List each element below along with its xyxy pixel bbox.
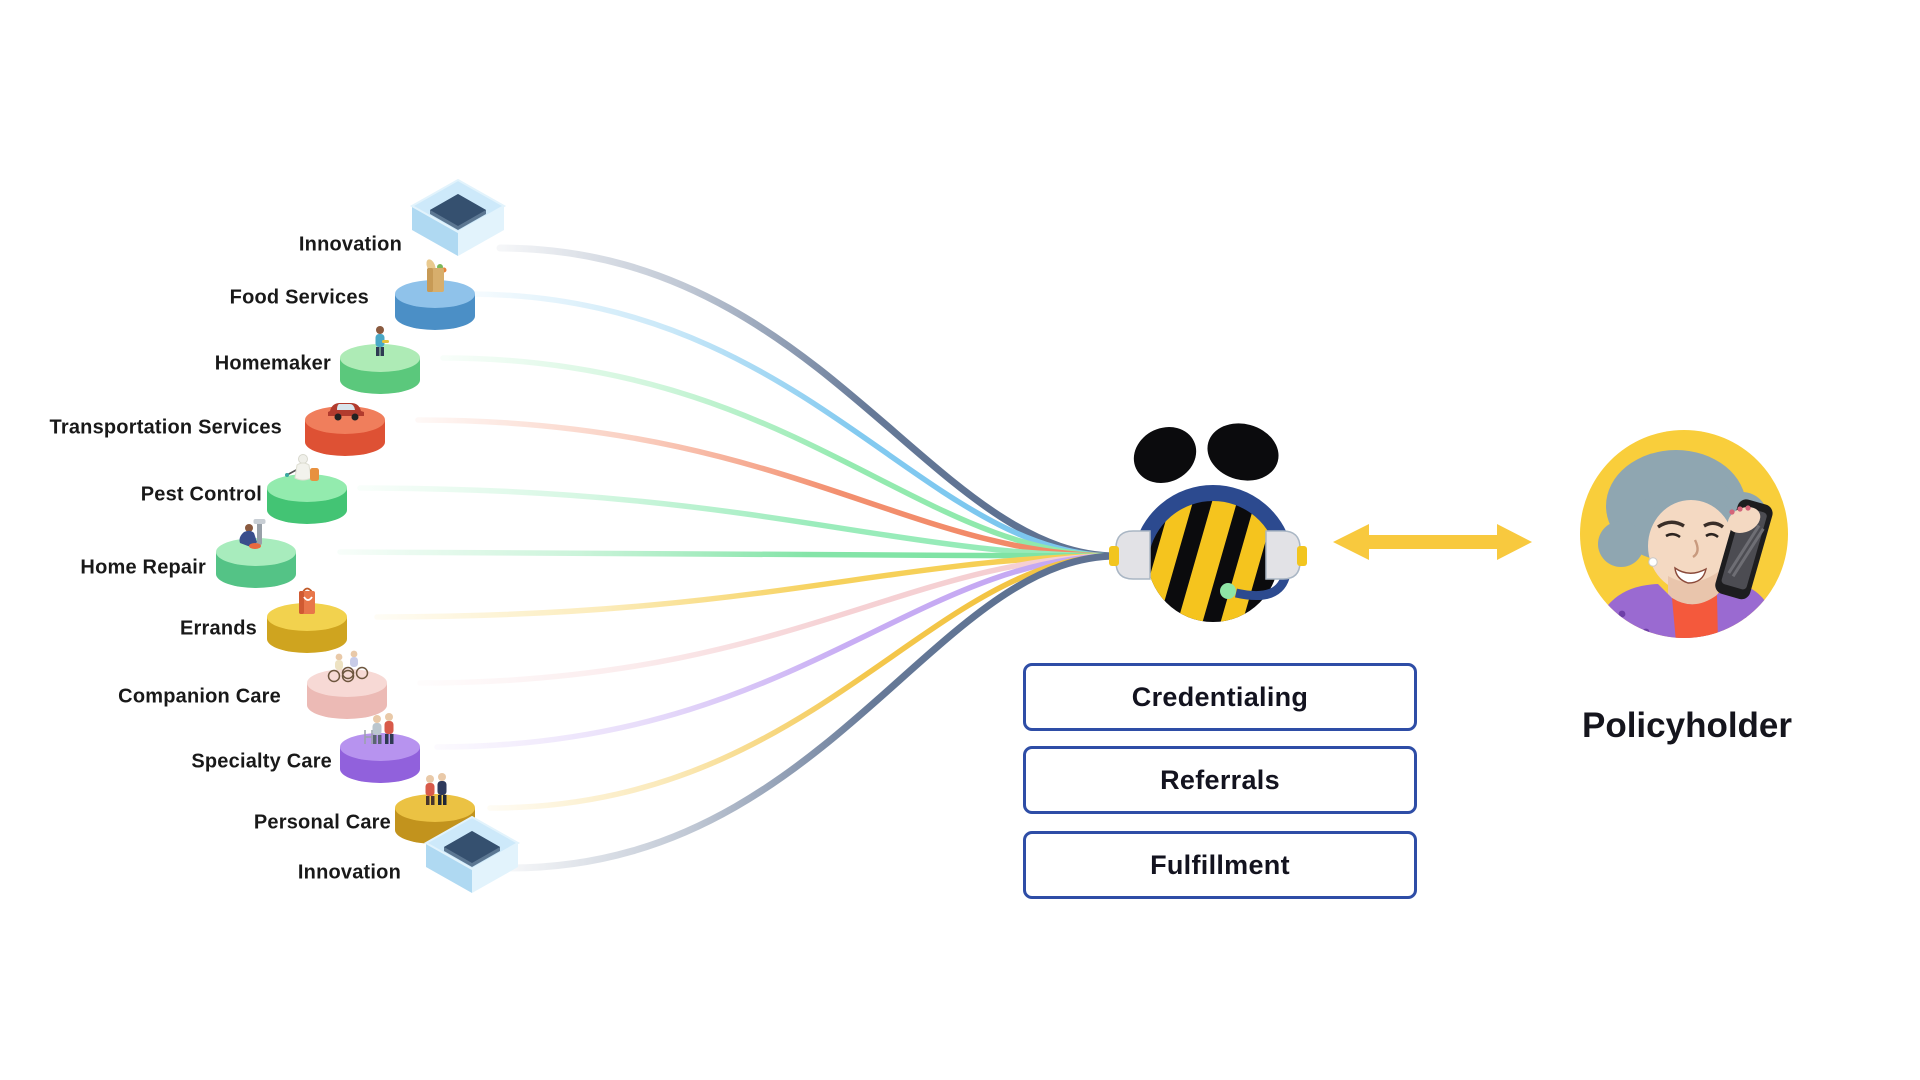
fulfillment-label: Fulfillment xyxy=(1150,849,1290,880)
service-label-pest-control: Pest Control xyxy=(140,483,262,506)
innovation-platform xyxy=(409,178,507,256)
fulfillment-box: Fulfillment xyxy=(1023,831,1417,899)
service-label-innovation: Innovation xyxy=(297,861,401,884)
connection-line-food-services xyxy=(465,291,1120,559)
elderly-care-platform xyxy=(340,713,420,783)
policyholder-earring xyxy=(1648,557,1658,567)
policyholder-right-brow xyxy=(1703,521,1725,529)
credentialing-box: Credentialing xyxy=(1023,663,1417,731)
connection-line-personal-care xyxy=(487,553,1120,811)
pest-control-worker-icon xyxy=(285,454,319,481)
bee-mic-tip xyxy=(1220,583,1236,599)
cyclists-icon xyxy=(327,650,369,683)
referrals-label: Referrals xyxy=(1160,764,1280,795)
cyclists-platform xyxy=(307,650,387,719)
bee-right-connector xyxy=(1297,546,1307,566)
connection-line-home-repair xyxy=(337,549,1120,559)
policyholder-right-eye xyxy=(1705,532,1719,539)
policyholder-neck xyxy=(1668,572,1718,611)
policyholder-hand xyxy=(1727,507,1761,533)
repair-worker-platform xyxy=(216,519,296,588)
pest-control-worker-platform xyxy=(267,454,347,524)
service-label-food-services: Food Services xyxy=(229,286,369,309)
couple-icon xyxy=(425,773,447,805)
bee-agent-hub xyxy=(1109,423,1307,622)
service-label-errands: Errands xyxy=(180,617,257,640)
connection-line-pest-control xyxy=(357,485,1120,559)
policyholder-left-brow xyxy=(1657,520,1685,529)
homemaker-person-platform xyxy=(340,326,420,394)
credentialing-label: Credentialing xyxy=(1131,681,1309,712)
policyholder-left-eye xyxy=(1665,532,1681,539)
shopping-bag-platform xyxy=(267,587,347,653)
car-icon xyxy=(328,403,364,421)
connection-line-transportation-services xyxy=(415,417,1120,559)
policyholder-top xyxy=(1672,595,1718,638)
service-label-companion-care: Companion Care xyxy=(118,685,281,708)
bee-left-earcup xyxy=(1115,530,1151,580)
service-label-transportation-services: Transportation Services xyxy=(49,416,282,439)
connection-line-companion-care xyxy=(417,553,1120,686)
bee-headband xyxy=(1133,485,1293,556)
connection-line-homemaker xyxy=(440,355,1120,559)
car-platform xyxy=(305,403,385,456)
innovation-platform xyxy=(423,815,521,893)
grocery-bag-platform xyxy=(395,259,475,330)
service-label-personal-care: Personal Care xyxy=(253,811,391,834)
connection-line-errands xyxy=(374,553,1120,620)
bee-left-wing xyxy=(1133,427,1197,483)
policyholder-phone xyxy=(1715,499,1773,600)
connection-line-innovation xyxy=(506,552,1121,872)
connection-line-innovation xyxy=(496,244,1121,560)
couple-platform xyxy=(395,773,475,844)
grocery-bag-icon xyxy=(426,259,447,292)
innovation-box-icon xyxy=(423,815,521,893)
referrals-box: Referrals xyxy=(1023,746,1417,814)
policyholder-caption: Policyholder xyxy=(1581,706,1793,745)
innovation-box-icon xyxy=(409,178,507,256)
service-label-specialty-care: Specialty Care xyxy=(191,750,332,773)
homemaker-person-icon xyxy=(375,326,389,356)
elderly-care-icon xyxy=(364,713,394,744)
double-arrow-shape xyxy=(1333,524,1532,560)
bee-right-wing xyxy=(1207,423,1279,481)
shopping-bag-icon xyxy=(299,587,315,614)
bee-right-earcup xyxy=(1265,530,1301,580)
policyholder-nose xyxy=(1692,539,1699,559)
service-label-homemaker: Homemaker xyxy=(214,352,331,375)
connection-line-specialty-care xyxy=(434,553,1120,750)
bidirectional-arrow xyxy=(1333,524,1532,560)
policyholder-smile xyxy=(1674,566,1707,584)
policyholder-fringe xyxy=(1640,473,1736,526)
bee-left-connector xyxy=(1109,546,1119,566)
policyholder-avatar xyxy=(1580,430,1788,638)
service-label-innovation: Innovation xyxy=(298,233,402,256)
service-label-home-repair: Home Repair xyxy=(80,556,206,579)
repair-worker-icon xyxy=(239,519,266,549)
